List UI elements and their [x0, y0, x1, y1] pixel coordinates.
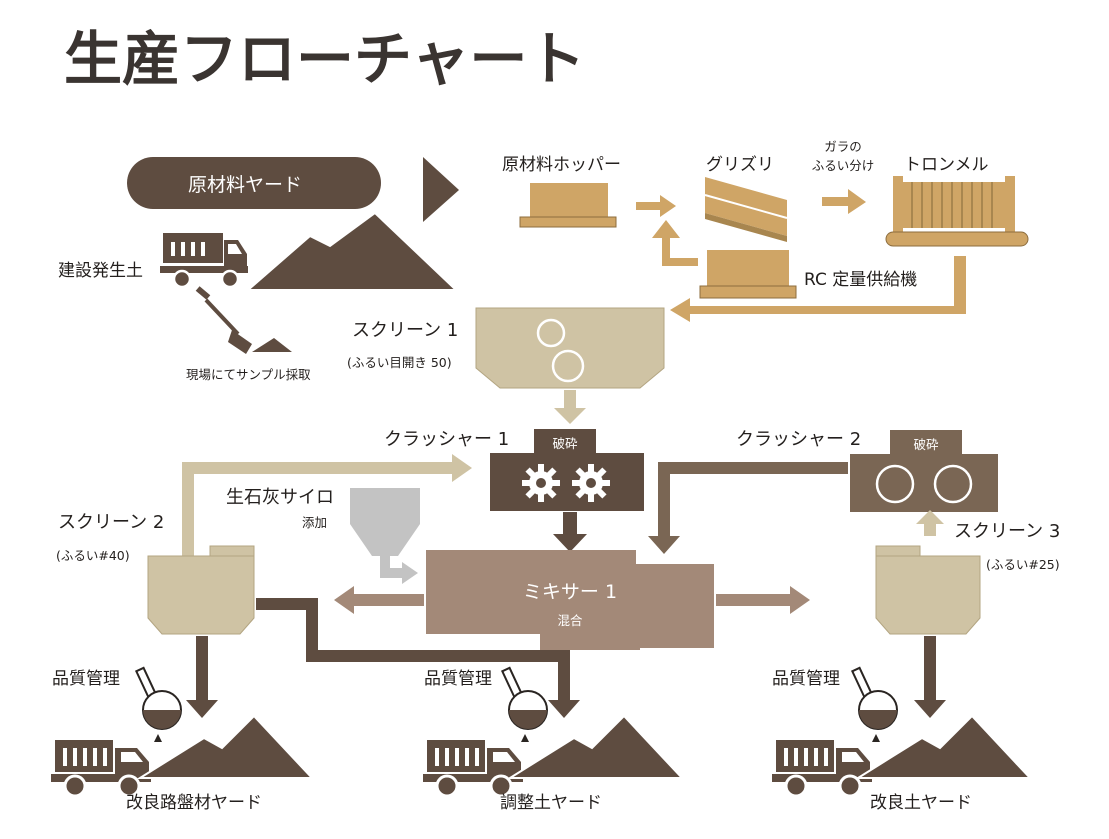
rc-feeder — [699, 250, 797, 299]
arrow-hopper-to-grizzly — [636, 195, 676, 217]
construction-soil-label: 建設発生土 — [58, 261, 143, 281]
arrow-feeder-return — [652, 220, 698, 266]
mixer-sub-label: 混合 — [557, 613, 583, 628]
crusher1-gear-right-icon — [572, 464, 610, 502]
lime-add-label: 添加 — [302, 515, 327, 530]
screen2-hopper — [147, 545, 255, 635]
screen2-label: スクリーン 2 — [58, 512, 164, 533]
yard3-pile — [854, 714, 1033, 779]
arrow-screen2-to-yard2 — [256, 598, 580, 718]
qc3-up-icon — [872, 734, 880, 742]
site-sampling-label: 現場にてサンプル採取 — [186, 367, 311, 382]
crusher1-tag: 破砕 — [552, 436, 578, 451]
mixer-unit — [426, 550, 714, 650]
arrow-mixer-to-screen2 — [334, 586, 424, 614]
qc3-flask-icon — [851, 666, 898, 730]
screen3-hopper — [875, 545, 981, 635]
lime-silo-label: 生石灰サイロ — [226, 487, 334, 508]
yard3-label: 改良土ヤード — [870, 793, 972, 813]
page-title: 生産フローチャート — [64, 25, 585, 93]
screen1-label: スクリーン 1 — [352, 320, 458, 341]
qc2-label: 品質管理 — [424, 669, 492, 689]
qc2-up-icon — [521, 734, 529, 742]
arrow-screen2-to-crusher1 — [182, 454, 472, 556]
arrow-crusher2-to-mixer — [648, 462, 848, 554]
arrow-mixer-to-screen3 — [716, 586, 810, 614]
arrow-screen2-to-yard1 — [186, 636, 218, 718]
arrow-crusher1-to-mixer — [553, 512, 587, 552]
crusher2-unit — [850, 430, 998, 512]
crusher2-label: クラッシャー 2 — [736, 429, 861, 450]
arrow-screen3-to-yard3 — [914, 636, 946, 718]
screen1-sub-label: (ふるい目開き 50) — [347, 355, 452, 370]
trommel-drum — [885, 176, 1029, 247]
yard2-pile — [506, 714, 685, 779]
gara-label-2: ふるい分け — [812, 158, 875, 173]
screen3-sub-label: (ふるい#25) — [986, 557, 1060, 572]
yard2-label: 調整土ヤード — [500, 793, 602, 813]
dump-truck-icon — [160, 233, 248, 289]
trommel-label: トロンメル — [904, 155, 989, 175]
raw-yard-pill — [127, 157, 381, 209]
hopper-label: 原材料ホッパー — [502, 155, 621, 175]
crusher1-unit — [490, 429, 644, 511]
arrow-trommel-to-screen1 — [670, 256, 966, 322]
crusher1-gear-left-icon — [522, 464, 560, 502]
raw-hopper — [519, 183, 617, 228]
shovel-icon — [195, 286, 292, 354]
qc2-flask-icon — [501, 666, 548, 730]
qc3-label: 品質管理 — [772, 669, 840, 689]
qc1-label: 品質管理 — [52, 669, 120, 689]
yard2-truck-icon — [421, 738, 525, 798]
crusher2-tag: 破砕 — [913, 437, 939, 452]
qc1-flask-icon — [135, 666, 182, 730]
qc1-up-icon — [154, 734, 162, 742]
rc-feeder-label: RC 定量供給機 — [804, 270, 917, 290]
arrow-screen1-to-crusher1 — [554, 390, 586, 424]
yard3-truck-icon — [770, 738, 874, 798]
arrow-yard-to-hopper — [423, 157, 459, 222]
gara-label-1: ガラの — [824, 139, 862, 154]
soil-pile — [245, 211, 459, 291]
arrow-grizzly-to-trommel — [822, 189, 866, 214]
crusher1-label: クラッシャー 1 — [384, 429, 509, 450]
yard1-pile — [136, 714, 315, 779]
screen3-label: スクリーン 3 — [954, 521, 1060, 542]
grizzly-screen — [704, 177, 788, 242]
grizzly-label: グリズリ — [706, 155, 774, 175]
yard1-truck-icon — [49, 738, 153, 798]
lime-silo — [350, 488, 420, 584]
screen2-sub-label: (ふるい#40) — [56, 548, 130, 563]
arrow-screen3-to-crusher2 — [916, 510, 944, 536]
yard1-label: 改良路盤材ヤード — [126, 793, 262, 813]
screen1-hopper — [475, 307, 665, 389]
mixer-label: ミキサー 1 — [523, 581, 617, 603]
raw-yard-label: 原材料ヤード — [188, 174, 302, 196]
